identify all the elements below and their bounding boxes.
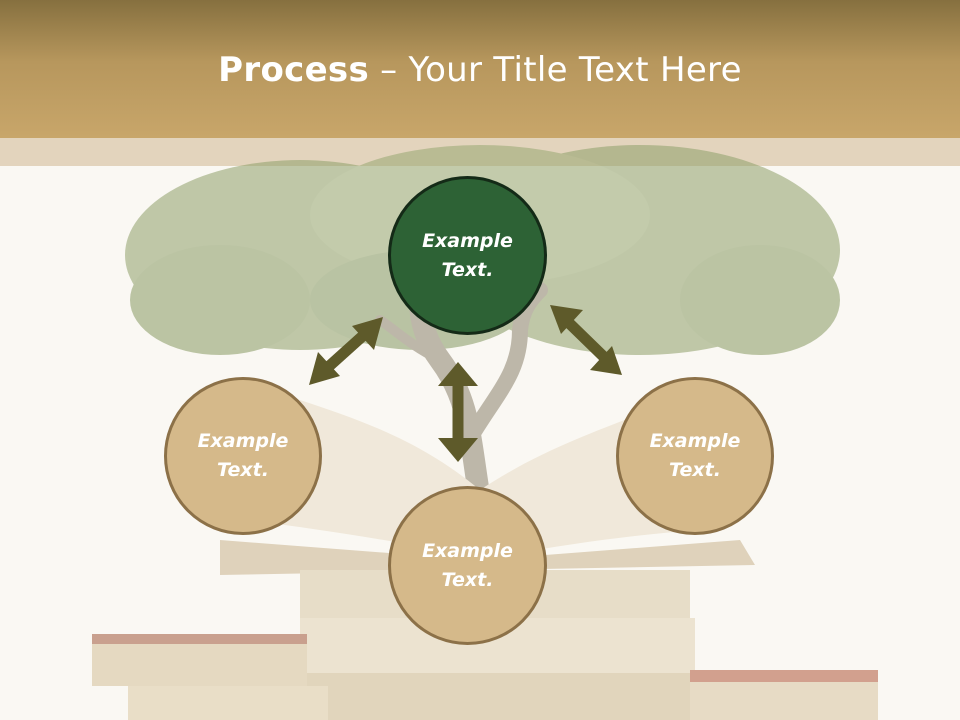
title-bar: [0, 0, 960, 138]
node-bottom[interactable]: Example Text.: [388, 486, 547, 645]
arrow-top-to-left: [309, 317, 383, 385]
node-top[interactable]: Example Text.: [388, 176, 547, 335]
book-stack-shape: [92, 570, 878, 720]
node-top-label: Example Text.: [422, 229, 513, 281]
tree-foliage-shape: [125, 145, 840, 355]
node-left[interactable]: Example Text.: [164, 377, 322, 535]
slide-title: Process – Your Title Text Here: [0, 50, 960, 90]
title-rest: – Your Title Text Here: [369, 50, 742, 90]
node-right-label: Example Text.: [649, 430, 741, 481]
title-bold: Process: [218, 50, 370, 90]
node-left-label: Example Text.: [197, 430, 289, 481]
node-bottom-label: Example Text.: [422, 539, 513, 591]
arrow-top-to-right: [550, 305, 622, 375]
node-right[interactable]: Example Text.: [616, 377, 774, 535]
arrow-top-to-bottom: [438, 362, 478, 462]
